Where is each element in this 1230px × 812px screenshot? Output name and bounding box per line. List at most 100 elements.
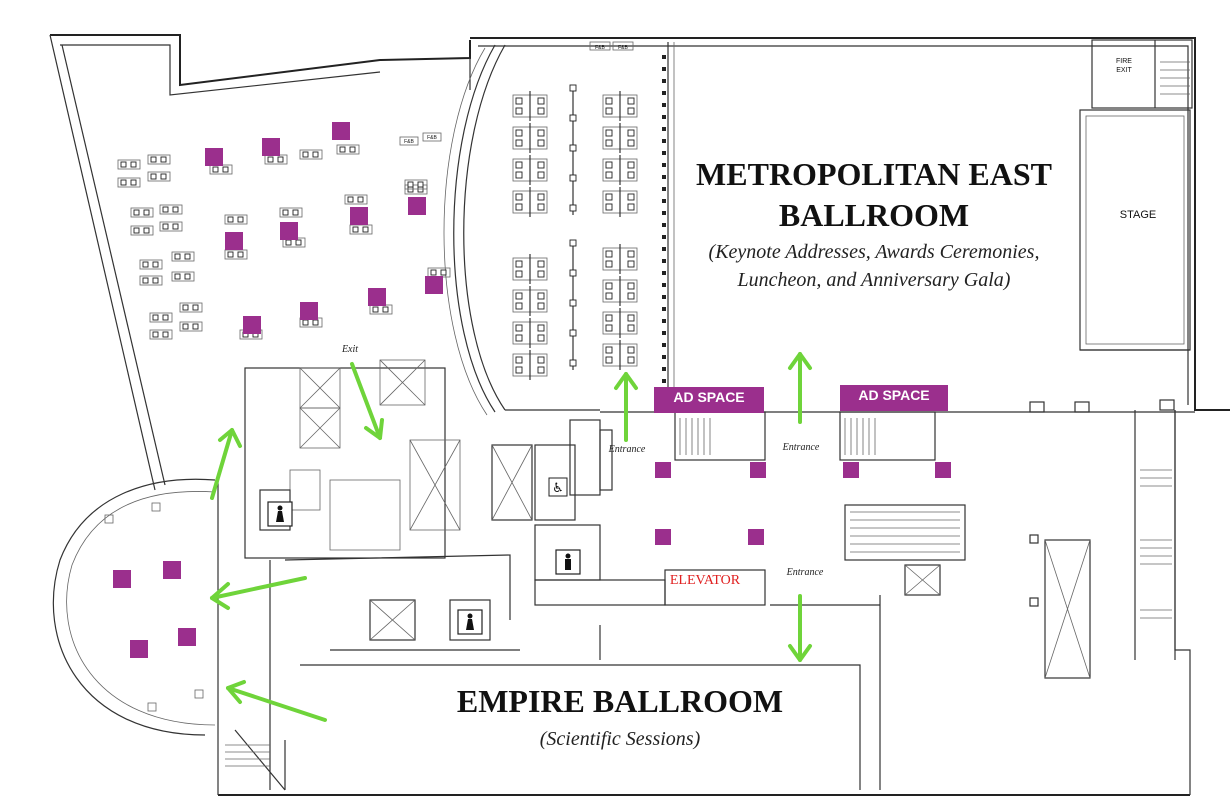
booth [748,529,764,545]
empire-walls [300,595,881,790]
exhibit-table [171,251,195,262]
fb-stations: F&B F&B F&B F&B [399,41,634,146]
exhibit-table [427,267,451,278]
rotunda-columns [104,502,204,712]
stage [1079,109,1191,351]
arrow-icon [614,372,638,442]
exhibit-table [139,275,163,286]
booth [280,222,298,240]
booth [243,316,261,334]
empire-title: EMPIRE BALLROOM [457,683,783,719]
metropolitan-east-subtitle-line2: Luncheon, and Anniversary Gala) [737,269,1011,291]
seat-block [512,91,548,217]
booth [262,138,280,156]
exhibit-table [159,204,183,215]
booth [163,561,181,579]
booth [350,207,368,225]
fb-label: F&B [404,139,414,145]
booth [750,462,766,478]
booth [205,148,223,166]
booth [843,462,859,478]
metropolitan-east-title-line2: BALLROOM [779,197,969,233]
ad-space-right: AD SPACE [840,385,948,411]
elevator-label: ELEVATOR [670,573,741,588]
exhibit-table [349,224,373,235]
booth [408,197,426,215]
classroom-seating [512,55,666,395]
seat-block [602,91,638,217]
booth [425,276,443,294]
fb-label: F&B [618,45,628,51]
exhibit-table [179,321,203,332]
fire-exit-label-line1: FIRE [1116,58,1132,65]
accessible-icon: ♿ [548,477,568,497]
restroom-icon [555,549,581,575]
direction-arrows [210,352,812,722]
service-core [244,359,766,651]
booth [332,122,350,140]
exhibit-table [264,154,288,165]
exhibit-table [344,194,368,205]
entrance-label: Entrance [608,444,646,455]
metropolitan-east-title-line1: METROPOLITAN EAST [696,156,1052,192]
stage-label: STAGE [1120,209,1156,221]
exhibit-table [147,171,171,182]
exhibit-table [209,164,233,175]
exhibit-table [224,214,248,225]
exhibit-table [117,159,141,170]
exhibit-table [336,144,360,155]
booth [368,288,386,306]
booth [300,302,318,320]
exhibit-table [179,302,203,313]
exhibit-table [279,207,303,218]
fire-exit-label-line2: EXIT [1116,67,1132,74]
fb-label: F&B [595,45,605,51]
arrow-icon [788,352,812,424]
svg-text:♿: ♿ [552,481,564,496]
ad-space-left: AD SPACE [654,387,764,413]
exhibit-table [171,271,195,282]
booth [130,640,148,658]
exhibit-table [404,179,428,190]
exhibit-table [130,225,154,236]
exhibit-table [117,177,141,188]
booth [178,628,196,646]
exhibit-table [149,329,173,340]
lobby-shaft [1029,469,1172,679]
exhibit-table [130,207,154,218]
ad-space-label: AD SPACE [673,389,744,405]
exhibit-table [159,221,183,232]
building-walls [49,34,1230,796]
booth [655,529,671,545]
curved-wall [443,44,600,416]
fire-exit-stair [1091,39,1193,109]
exhibit-table [149,312,173,323]
entrance-label: Entrance [782,442,820,453]
arrow-icon [210,576,307,610]
arrow-icon [788,594,812,662]
exhibit-table [224,249,248,260]
booth [935,462,951,478]
rotunda [52,478,286,795]
seat-block [512,254,548,380]
fb-label: F&B [427,135,437,141]
booth [225,232,243,250]
booth [113,570,131,588]
exit-label: Exit [341,344,358,355]
seat-block [602,244,638,370]
exhibit-table [404,184,428,195]
exhibit-table [139,259,163,270]
metropolitan-east-subtitle-line1: (Keynote Addresses, Awards Ceremonies, [709,241,1040,263]
restroom-icon [267,501,293,527]
arrow-icon [210,428,242,500]
exhibit-table [147,154,171,165]
exhibit-table [299,149,323,160]
arrow-icon [350,362,384,440]
exhibit-booths [113,122,951,658]
exhibit-table [369,304,393,315]
entrance-label: Entrance [786,567,824,578]
restroom-icon [457,609,483,635]
arrow-icon [226,680,327,722]
empire-subtitle: (Scientific Sessions) [540,728,701,750]
